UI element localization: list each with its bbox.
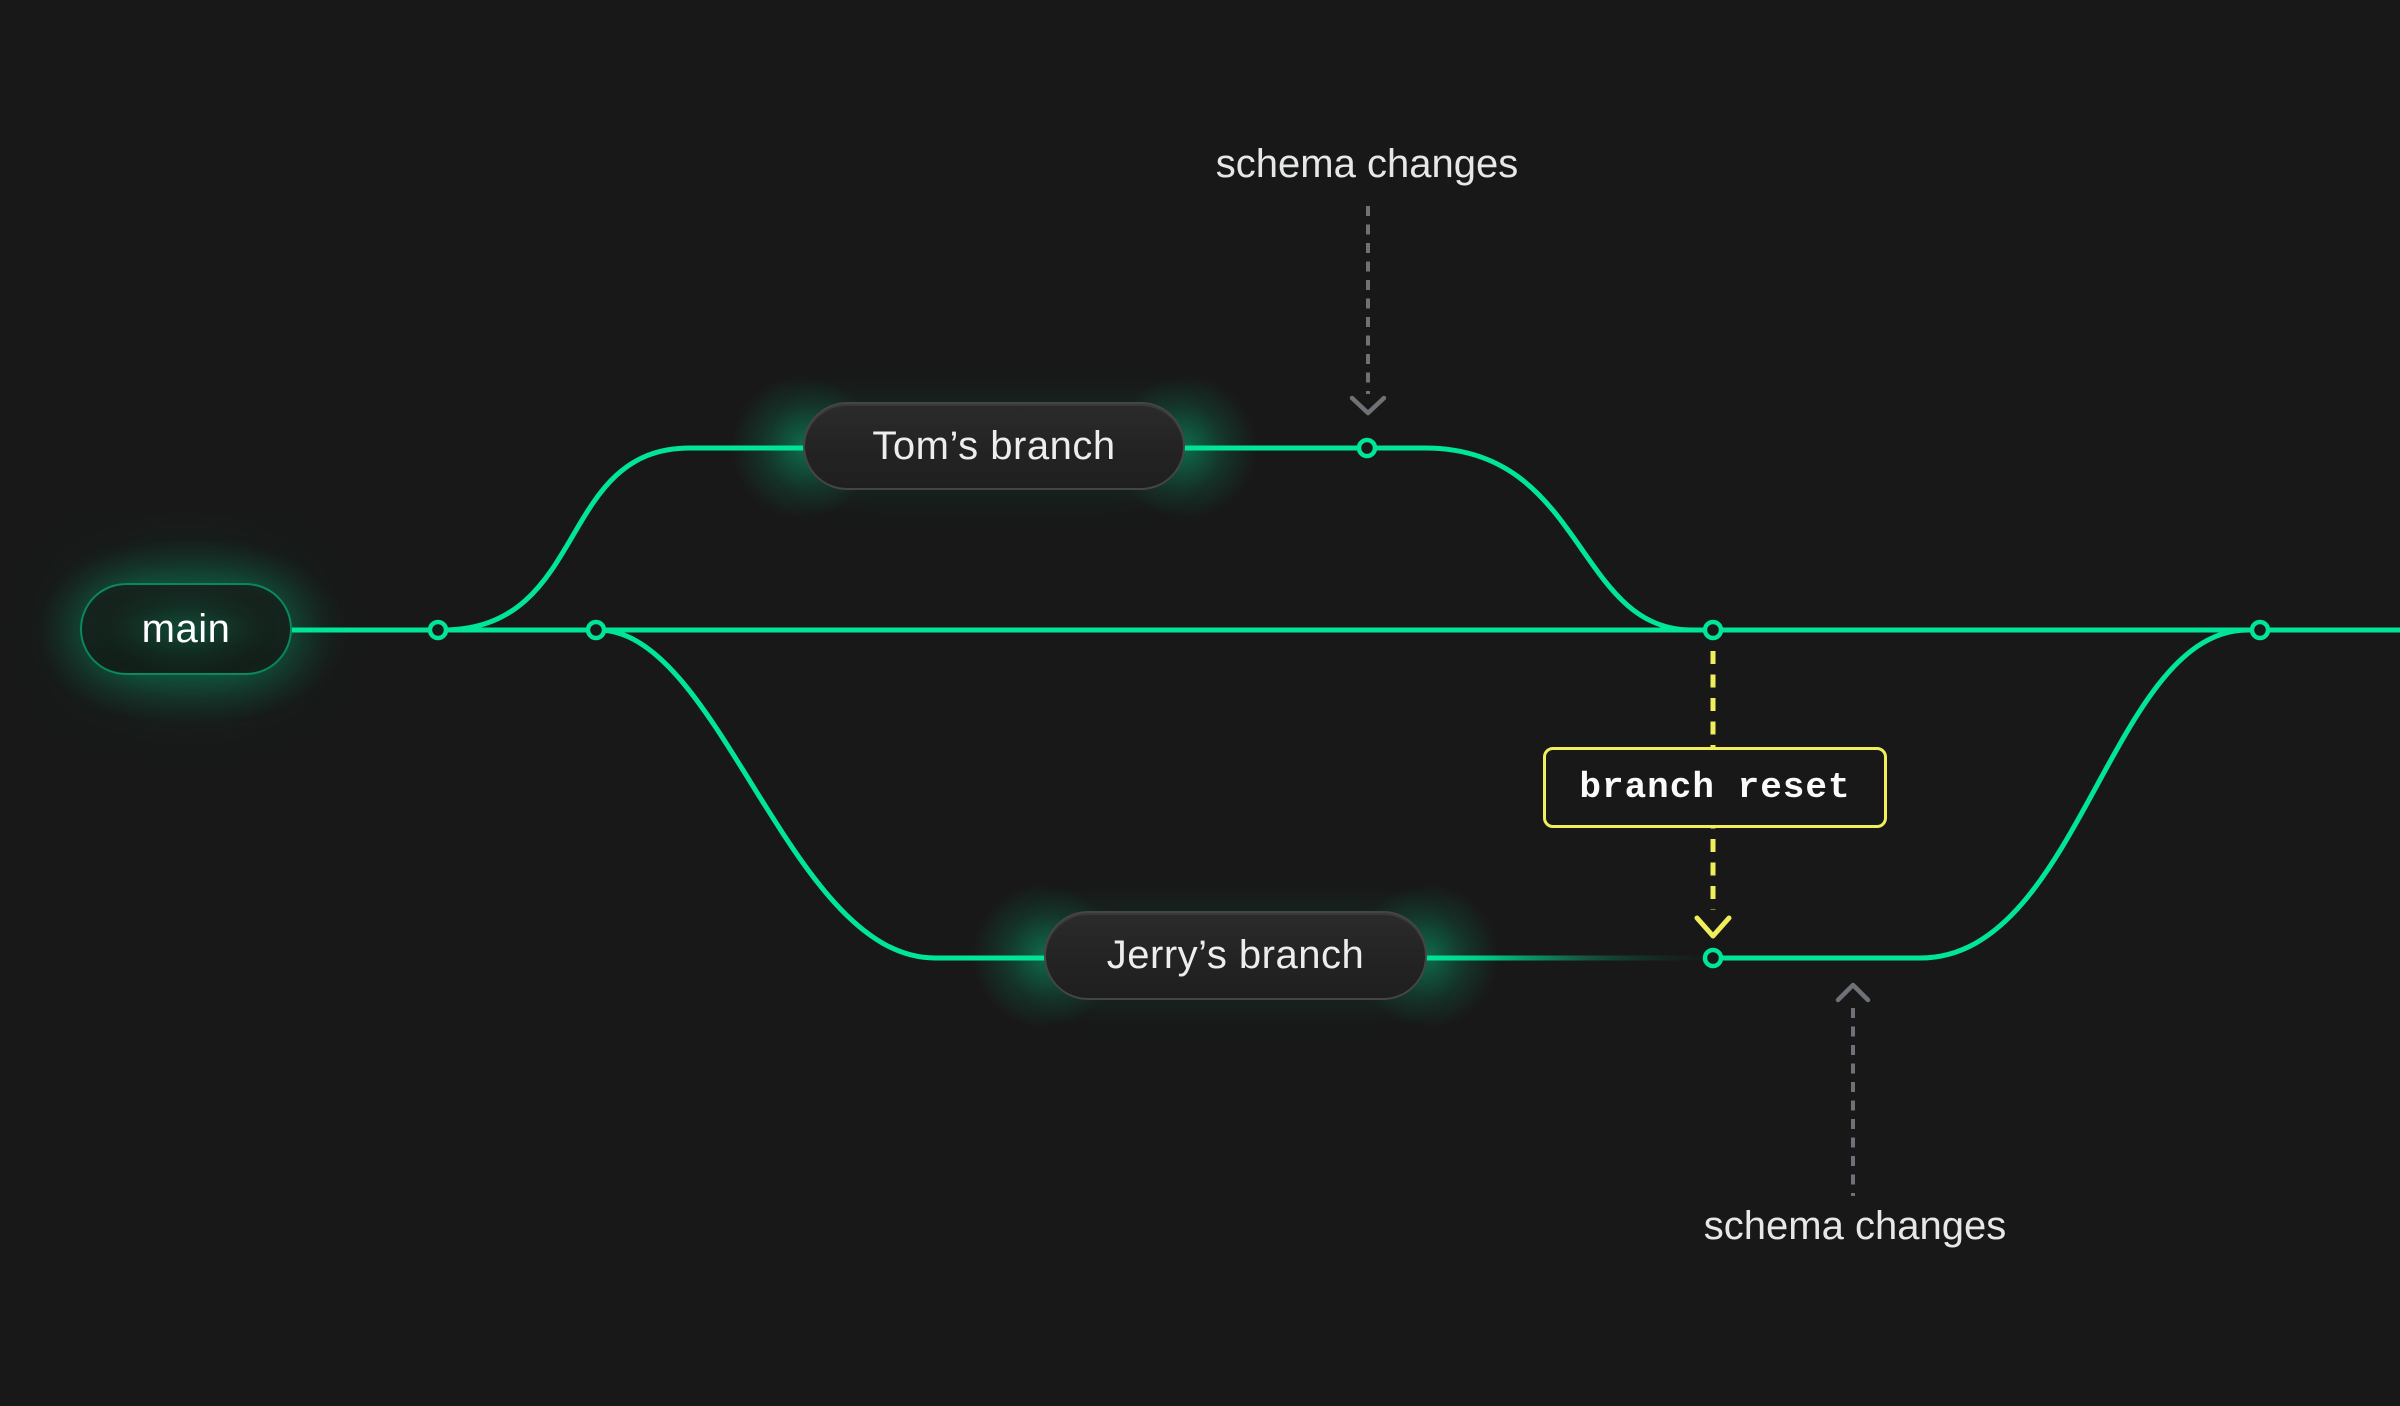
branch-reset-badge[interactable]: branch reset bbox=[1543, 747, 1887, 828]
commit-node-main-1 bbox=[427, 619, 449, 641]
tom-branch-pill[interactable]: Tom’s branch bbox=[803, 402, 1185, 490]
main-branch-label: main bbox=[141, 606, 231, 651]
commit-node-tom-schema-change bbox=[1356, 437, 1378, 459]
jerry-branch-merge-line bbox=[1717, 627, 2251, 961]
schema-changes-bottom-arrowhead-icon bbox=[1835, 982, 1871, 1003]
commit-node-main-2 bbox=[585, 619, 607, 641]
commit-node-main-reset-source bbox=[1702, 619, 1724, 641]
schema-changes-top-arrowhead-icon bbox=[1349, 395, 1387, 416]
branch-reset-label: branch reset bbox=[1579, 767, 1851, 808]
branch-reset-arrowhead-icon bbox=[1694, 915, 1732, 939]
schema-changes-top-label: schema changes bbox=[1215, 142, 1519, 186]
schema-changes-bottom-label: schema changes bbox=[1703, 1204, 2007, 1248]
jerry-branch-line bbox=[595, 627, 1433, 961]
commit-node-jerry-reset-target bbox=[1702, 947, 1724, 969]
jerry-branch-label: Jerry’s branch bbox=[1106, 933, 1365, 977]
jerry-branch-pill[interactable]: Jerry’s branch bbox=[1044, 911, 1427, 1000]
tom-branch-label: Tom’s branch bbox=[872, 423, 1116, 468]
main-branch-pill[interactable]: main bbox=[80, 583, 292, 675]
commit-node-main-merge bbox=[2249, 619, 2271, 641]
